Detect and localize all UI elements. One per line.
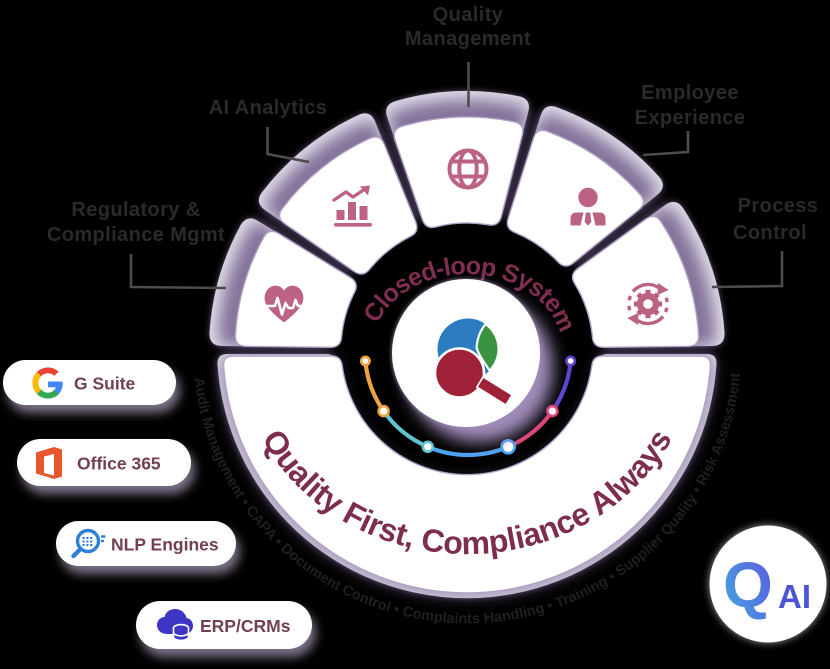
svg-text:Regulatory &: Regulatory & xyxy=(71,199,200,221)
svg-text:Employee: Employee xyxy=(641,82,739,104)
svg-text:ERP/CRMs: ERP/CRMs xyxy=(200,616,291,636)
svg-text:Experience: Experience xyxy=(635,107,746,129)
svg-text:Management: Management xyxy=(405,28,531,50)
svg-text:G Suite: G Suite xyxy=(74,374,136,394)
svg-text:AI Analytics: AI Analytics xyxy=(209,97,328,119)
svg-text:Control: Control xyxy=(733,222,807,244)
svg-text:Process: Process xyxy=(738,195,819,217)
svg-text:AI: AI xyxy=(778,578,811,615)
svg-text:Compliance Mgmt: Compliance Mgmt xyxy=(47,224,225,246)
svg-text:Q: Q xyxy=(723,549,773,621)
svg-text:Quality: Quality xyxy=(433,4,504,26)
svg-text:Office 365: Office 365 xyxy=(77,454,161,474)
svg-text:NLP Engines: NLP Engines xyxy=(111,535,219,555)
